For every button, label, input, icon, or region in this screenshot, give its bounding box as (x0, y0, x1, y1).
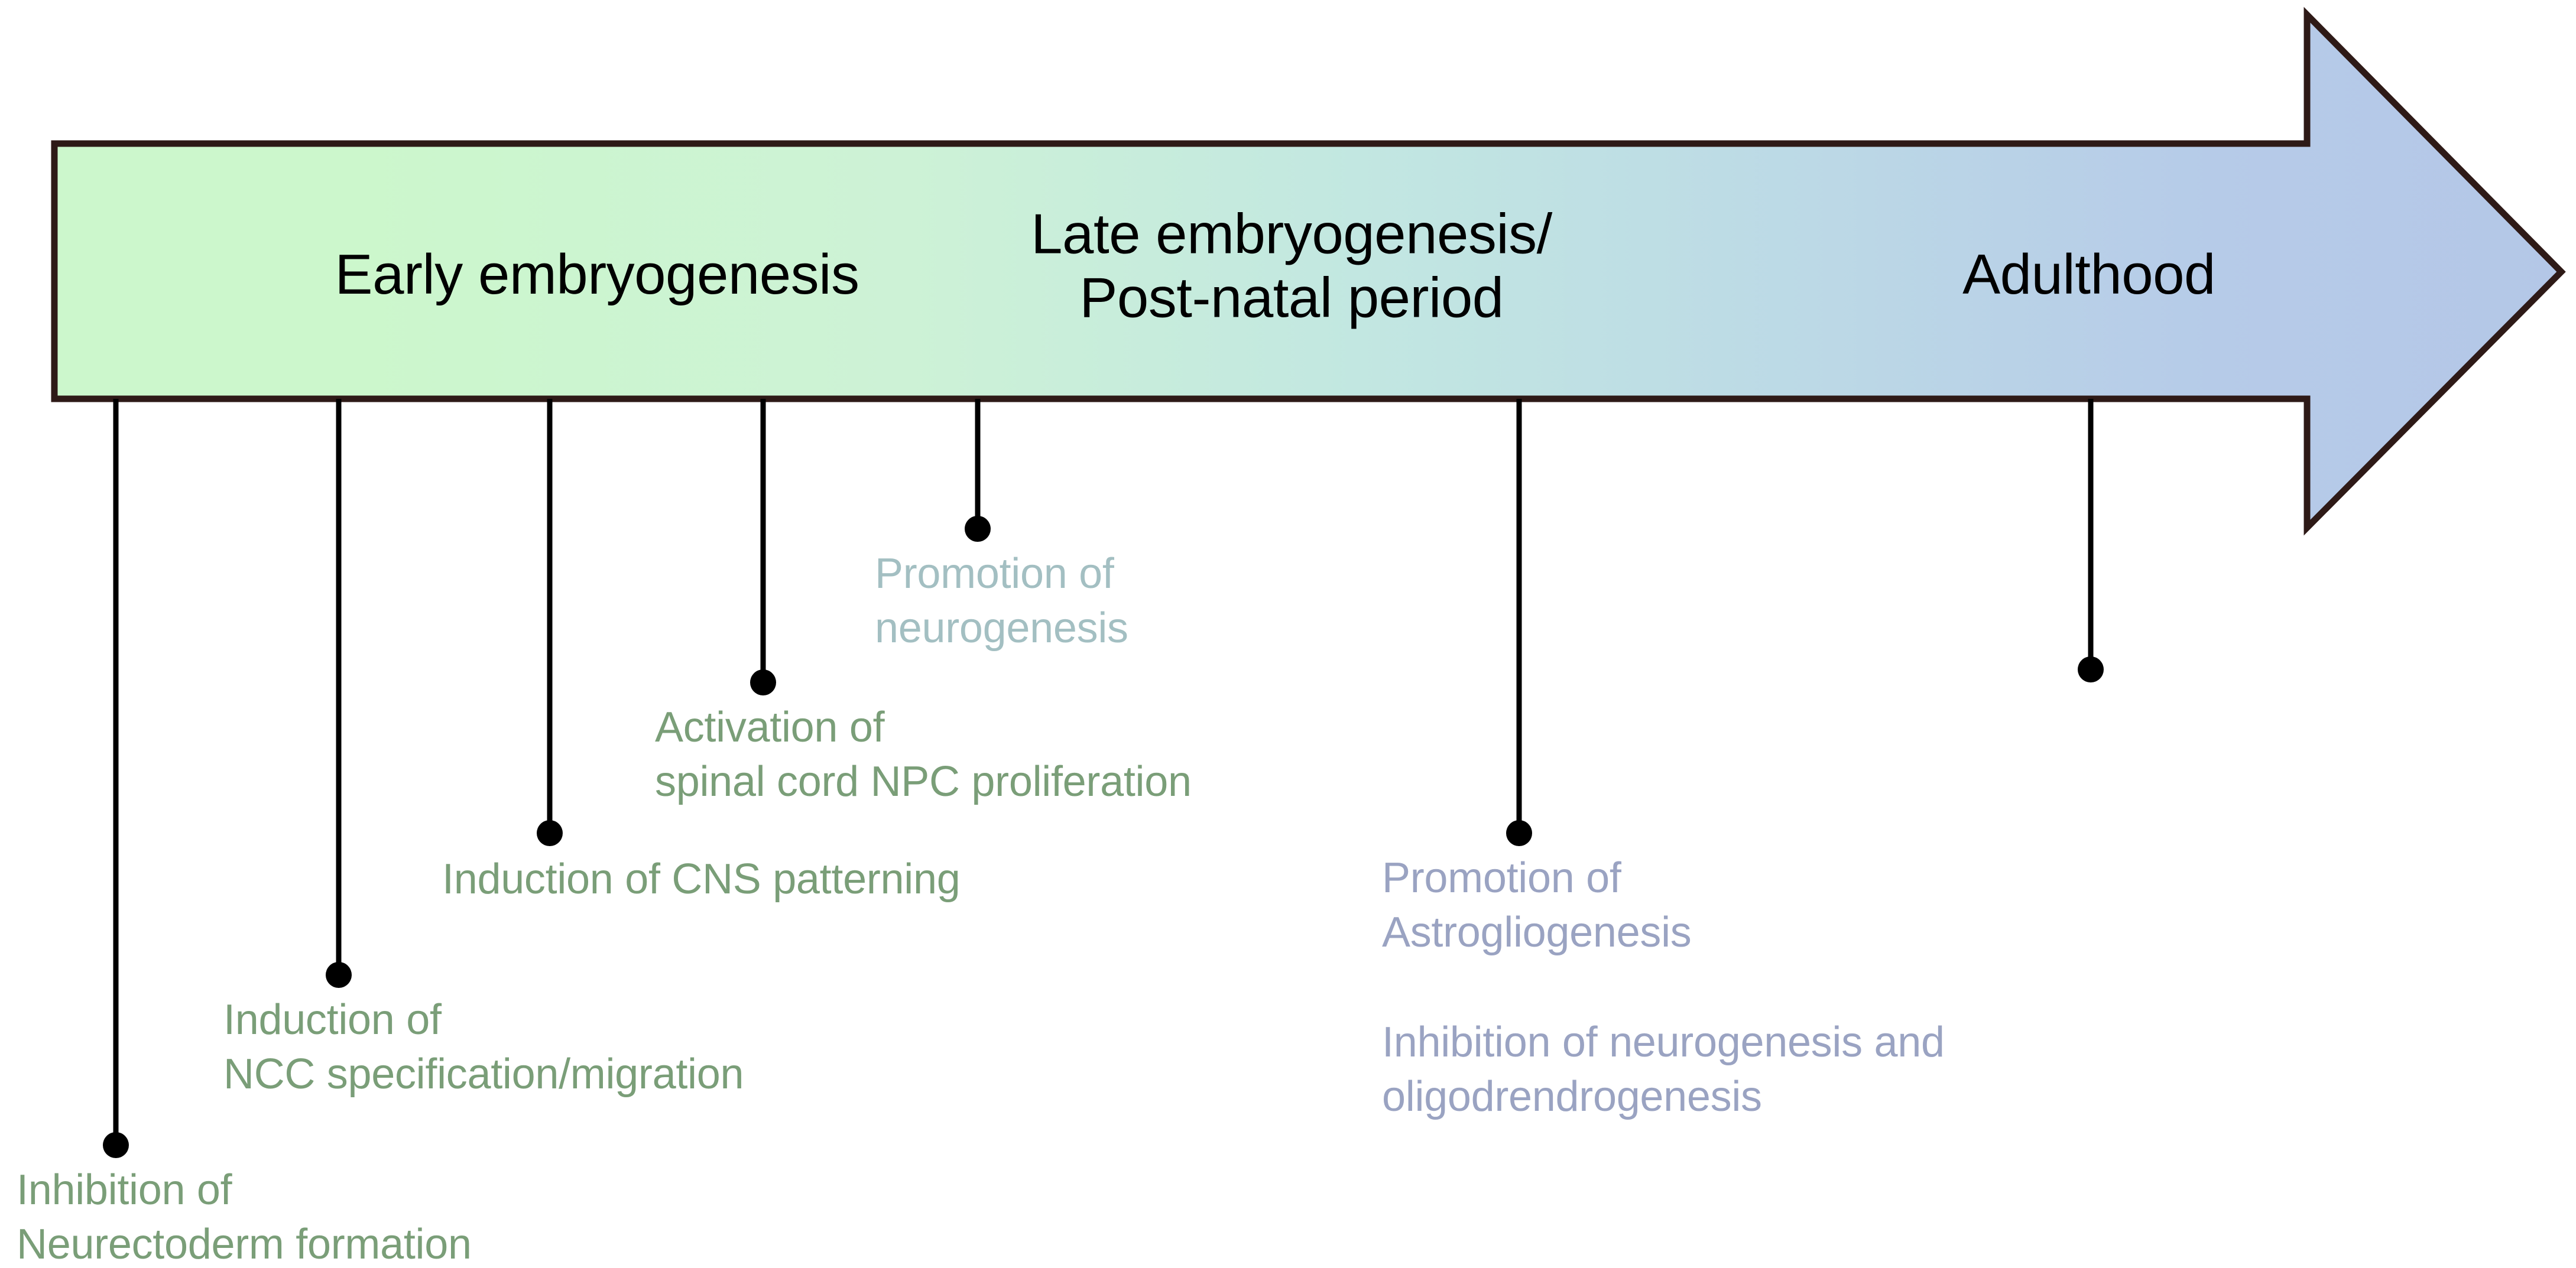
leader-induction-ncc (326, 399, 352, 988)
event-label-inhibition-neurogenesis-oligodendrogenesis: Inhibition of neurogenesis and oligodren… (1382, 1019, 1945, 1121)
leader-promotion-astrogliogenesis (1506, 399, 1532, 846)
event-label-induction-cns-patterning: Induction of CNS patterning (442, 856, 961, 903)
timeline-arrow-shape (51, 6, 2566, 536)
event-label-promotion-astrogliogenesis: Promotion of Astrogliogenesis (1382, 854, 1692, 957)
leader-induction-cns-patterning (537, 399, 563, 846)
leader-promotion-neurogenesis (965, 399, 991, 542)
event-label-induction-ncc: Induction of NCC specification/migration (223, 996, 744, 1098)
leader-activation-spinal-npc (750, 399, 776, 695)
event-leader-lines (103, 399, 2104, 1158)
leader-inhibition-neurectoderm (103, 399, 129, 1158)
event-label-promotion-neurogenesis: Promotion of neurogenesis (875, 550, 1128, 652)
event-label-activation-spinal-npc: Activation of spinal cord NPC proliferat… (655, 704, 1192, 806)
leader-adulthood-marker (2078, 399, 2104, 682)
event-label-inhibition-neurectoderm: Inhibition of Neurectoderm formation (17, 1166, 472, 1268)
